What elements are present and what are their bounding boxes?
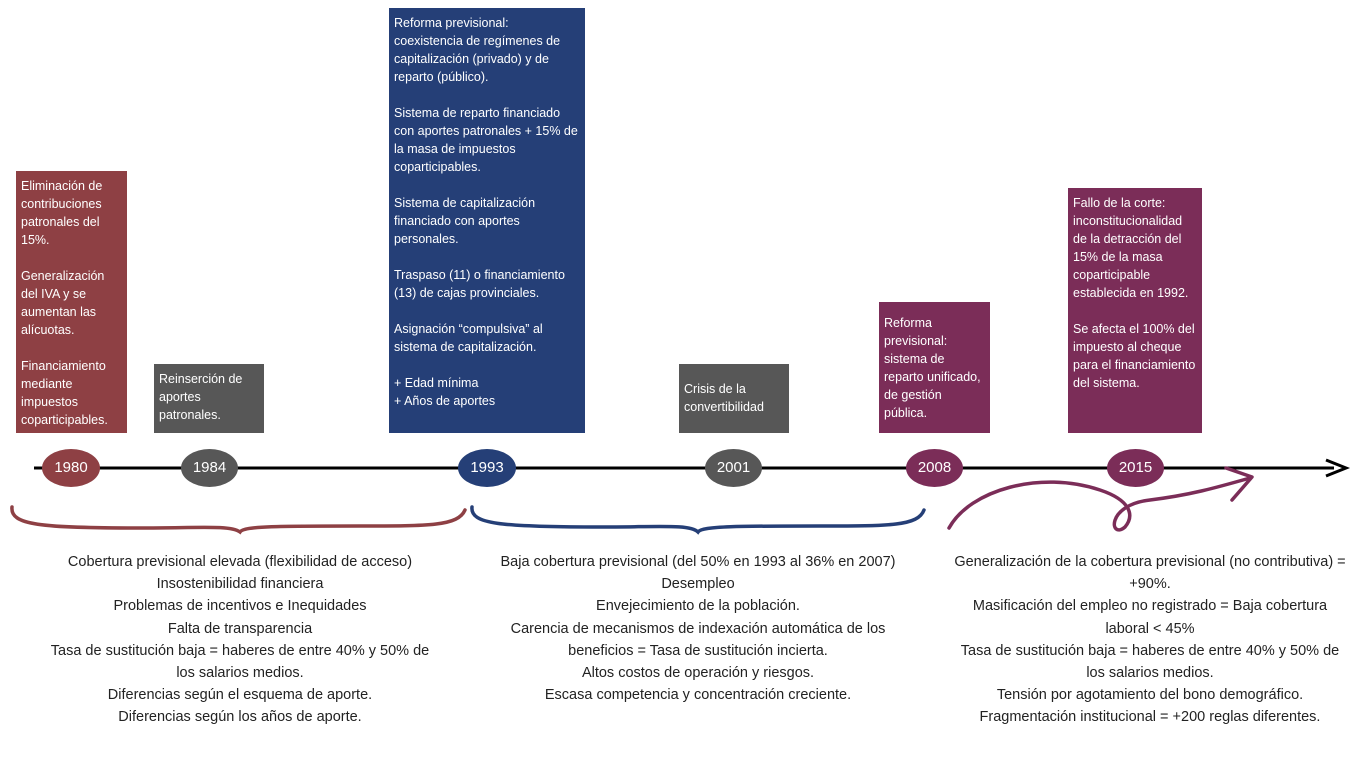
left-period-brace xyxy=(10,505,467,535)
summary-left-line: Tasa de sustitución baja = haberes de en… xyxy=(50,642,430,682)
summary-middle-line: Altos costos de operación y riesgos. xyxy=(581,665,815,682)
event-box-2008: Reforma previsional: sistema de reparto … xyxy=(879,302,990,433)
middle-period-brace xyxy=(470,505,926,535)
summary-middle-line: Envejecimiento de la población. xyxy=(596,598,800,615)
event-box-2015: Fallo de la corte: inconstitucionalidad … xyxy=(1068,188,1202,433)
year-marker-1984: 1984 xyxy=(181,449,238,487)
summary-left-line: Cobertura previsional elevada (flexibili… xyxy=(67,554,413,570)
year-marker-1993: 1993 xyxy=(458,449,516,487)
event-box-2001: Crisis de la convertibilidad xyxy=(679,364,789,433)
event-box-1984: Reinserción de aportes patronales. xyxy=(154,364,264,433)
summary-left-line: Diferencias según el esquema de aporte. xyxy=(107,687,373,704)
summary-left-line: Diferencias según los años de aporte. xyxy=(118,709,362,726)
timeline-arrowhead xyxy=(1325,458,1351,478)
summary-middle-line: Desempleo xyxy=(661,576,735,593)
summary-right-line: Masificación del empleo no registrado = … xyxy=(972,598,1328,637)
summary-left-line: Falta de transparencia xyxy=(167,620,313,637)
summary-right-line: Fragmentación institucional = +200 regla… xyxy=(979,709,1321,726)
year-marker-2001: 2001 xyxy=(705,449,762,487)
summary-right-line: Tensión por agotamiento del bono demográ… xyxy=(996,687,1304,704)
summary-middle-line: Baja cobertura previsional (del 50% en 1… xyxy=(500,554,896,570)
right-period-arrowhead xyxy=(1224,466,1254,502)
summary-right-line: Generalización de la cobertura prevision… xyxy=(954,554,1346,593)
summary-left: Cobertura previsional elevada (flexibili… xyxy=(45,551,435,729)
summary-left-line: Insostenibilidad financiera xyxy=(156,576,324,593)
summary-right: Generalización de la cobertura prevision… xyxy=(950,551,1350,729)
year-marker-2015: 2015 xyxy=(1107,449,1164,487)
year-marker-2008: 2008 xyxy=(906,449,963,487)
right-period-arrow xyxy=(947,476,1252,532)
summary-middle-line: Carencia de mecanismos de indexación aut… xyxy=(510,620,886,659)
event-box-1993: Reforma previsional: coexistencia de reg… xyxy=(389,8,585,433)
year-marker-1980: 1980 xyxy=(42,449,100,487)
summary-middle-line: Escasa competencia y concentración creci… xyxy=(544,687,852,704)
event-box-1980: Eliminación de contribuciones patronales… xyxy=(16,171,127,433)
summary-left-line: Problemas de incentivos e Inequidades xyxy=(113,598,367,615)
summary-right-line: Tasa de sustitución baja = haberes de en… xyxy=(960,642,1340,682)
summary-middle: Baja cobertura previsional (del 50% en 1… xyxy=(500,551,896,706)
